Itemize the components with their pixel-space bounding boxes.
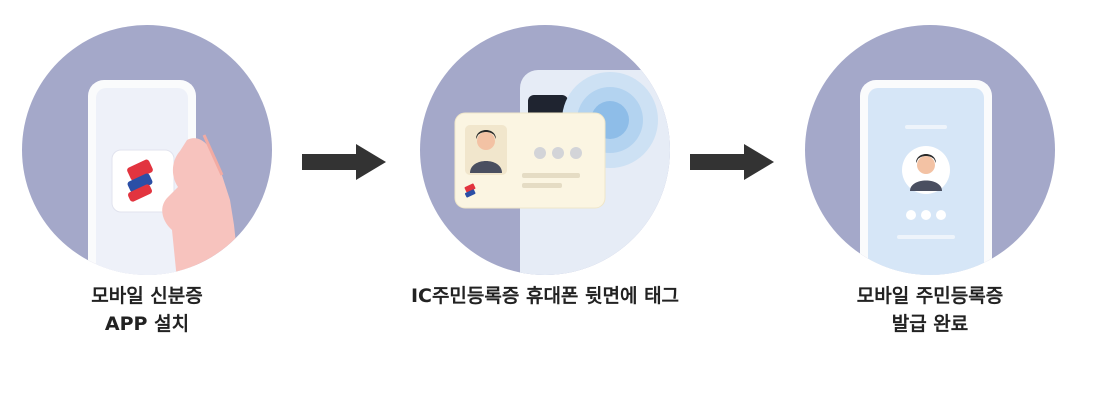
person-icon — [470, 130, 502, 173]
caption-line: 발급 완료 — [891, 313, 969, 335]
caption-line: 모바일 신분증 — [91, 285, 203, 307]
step-2-circle — [420, 25, 670, 275]
app-logo-icon — [111, 149, 175, 213]
hand-icon — [162, 134, 240, 275]
step-3-circle — [805, 25, 1055, 275]
step-1-caption: 모바일 신분증 APP 설치 — [22, 282, 272, 338]
caption-line: APP 설치 — [104, 313, 190, 335]
step-3-caption: 모바일 주민등록증 발급 완료 — [805, 282, 1055, 338]
step-2-caption: IC주민등록증 휴대폰 뒷면에 태그 — [360, 282, 730, 310]
person-icon — [902, 146, 950, 194]
step-1-circle — [22, 25, 272, 275]
caption-line: IC주민등록증 휴대폰 뒷면에 태그 — [410, 285, 680, 307]
id-card-icon — [454, 112, 606, 209]
arrow-right-icon — [302, 144, 386, 180]
caption-line: 모바일 주민등록증 — [856, 285, 1004, 307]
arrow-right-icon — [690, 144, 774, 180]
